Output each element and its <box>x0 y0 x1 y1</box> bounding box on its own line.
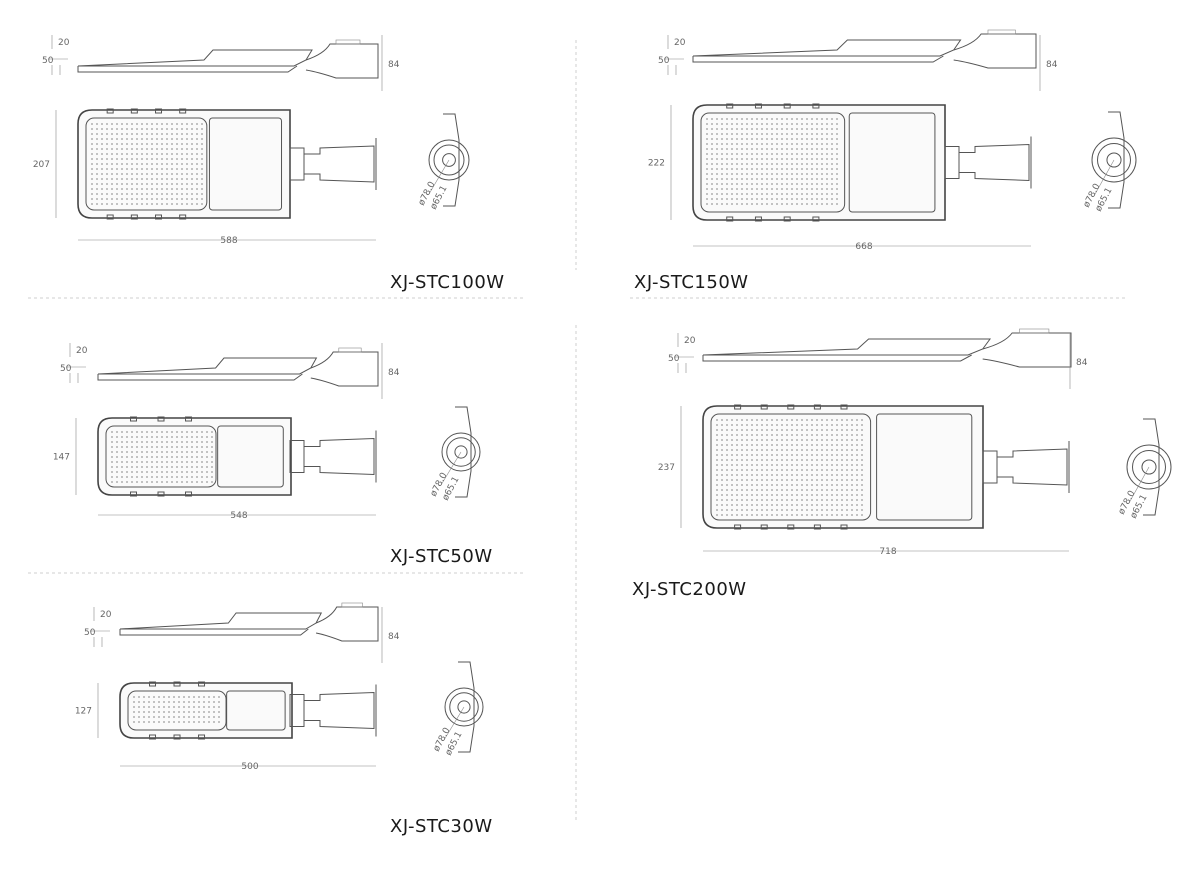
dim-height-mid: 50 <box>60 364 72 374</box>
led-array <box>706 118 838 205</box>
model-label: XJ-STC50W <box>390 546 493 567</box>
model-label: XJ-STC150W <box>634 272 749 293</box>
dim-height-total: 84 <box>1046 60 1058 70</box>
dim-width: 222 <box>648 159 665 169</box>
top-view: 222 668 <box>648 103 1032 252</box>
led-array <box>716 419 863 516</box>
dim-height-top: 20 <box>684 336 696 346</box>
top-view: 207 588 <box>33 108 377 246</box>
dim-height-mid: 50 <box>658 56 670 66</box>
dim-length: 500 <box>241 762 258 772</box>
top-view: 147 548 <box>53 416 377 521</box>
dim-width: 147 <box>53 453 70 463</box>
side-view: 20 50 84 <box>42 35 400 91</box>
led-array <box>91 123 203 205</box>
side-view: 20 50 84 <box>84 602 400 663</box>
dim-height-total: 84 <box>388 368 400 378</box>
side-view: 20 50 84 <box>60 343 400 399</box>
model-label: XJ-STC100W <box>390 272 505 293</box>
dim-width: 237 <box>658 463 675 473</box>
dim-length: 668 <box>855 242 872 252</box>
model-label: XJ-STC30W <box>390 816 493 837</box>
led-array <box>111 431 213 483</box>
dim-height-total: 84 <box>1076 358 1088 368</box>
dim-width: 207 <box>33 160 50 170</box>
side-view: 20 50 84 <box>658 29 1058 91</box>
dim-height-top: 20 <box>100 610 112 620</box>
dim-height-mid: 50 <box>668 354 680 364</box>
dim-height-top: 20 <box>58 38 70 48</box>
dim-length: 588 <box>220 236 237 246</box>
dim-length: 548 <box>230 511 247 521</box>
dim-height-total: 84 <box>388 632 400 642</box>
top-view: 237 718 <box>658 404 1070 557</box>
model-label: XJ-STC200W <box>632 579 747 600</box>
grid-dividers <box>28 40 1125 820</box>
side-view: 20 50 84 <box>668 328 1088 389</box>
dim-height-mid: 50 <box>42 56 54 66</box>
dim-height-top: 20 <box>76 346 88 356</box>
dim-width: 127 <box>75 707 92 717</box>
led-array <box>133 696 220 723</box>
dim-height-mid: 50 <box>84 628 96 638</box>
top-view: 127 500 <box>75 681 377 772</box>
dim-height-total: 84 <box>388 60 400 70</box>
dim-length: 718 <box>879 547 896 557</box>
dim-height-top: 20 <box>674 38 686 48</box>
